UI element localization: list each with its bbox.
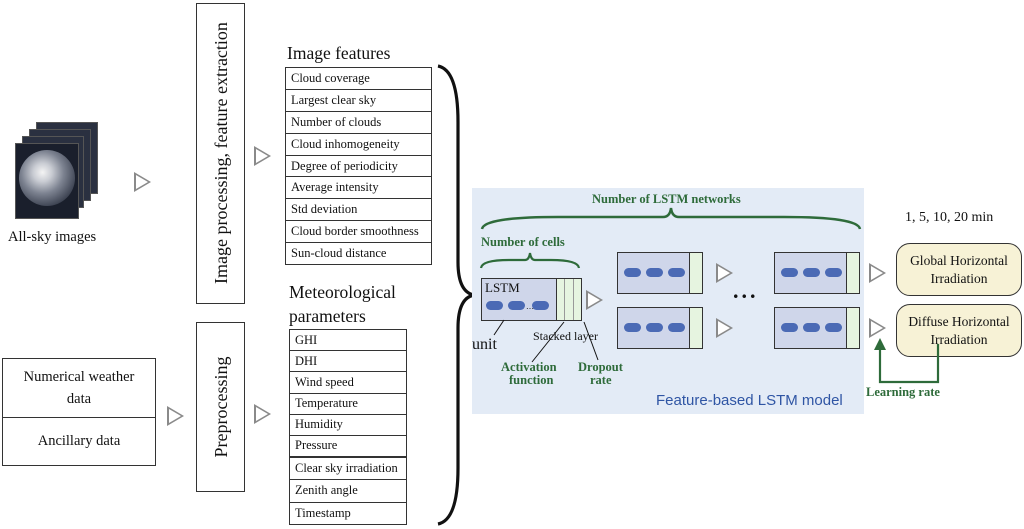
meteo-item: Temperature (290, 394, 406, 415)
meteo-list-2: Clear sky irradiation Zenith angle Times… (289, 457, 407, 525)
activation-pointer (531, 321, 599, 363)
meteo-title-line2: parameters (289, 306, 366, 326)
ellipsis: ... (733, 278, 759, 303)
meteo-item: Humidity (290, 415, 406, 436)
meteo-item: Clear sky irradiation (290, 458, 406, 481)
num-cells-label: Number of cells (481, 235, 565, 249)
lstm-cell (803, 268, 820, 277)
lstm-block (617, 252, 703, 294)
dropout-label-2: rate (590, 373, 612, 387)
arrow-image-processing (254, 146, 271, 166)
grouping-brace (437, 64, 475, 526)
allsky-label: All-sky images (8, 229, 97, 245)
image-processing-label: Image processing, feature extraction (211, 22, 231, 284)
output-dhi-line1: Diffuse Horizontal (908, 313, 1010, 329)
image-features-title: Image features (287, 43, 391, 63)
sky-image-front (15, 143, 79, 219)
horizons-label: 1, 5, 10, 20 min (905, 210, 994, 225)
meteo-item: Timestamp (295, 505, 351, 520)
lstm-unit-label: unit (472, 336, 497, 353)
lstm-cell (624, 323, 641, 332)
lstm-cell (781, 323, 798, 332)
feature-item: Cloud coverage (286, 68, 431, 90)
arrow-lstm-1 (586, 290, 603, 310)
unit-pointer (493, 319, 505, 336)
allsky-image-stack (12, 122, 112, 232)
networks-brace (480, 207, 862, 230)
lstm-cell (508, 301, 525, 310)
lstm-cell (825, 268, 842, 277)
num-networks-label: Number of LSTM networks (592, 192, 741, 206)
activation-label-1: Activation (501, 360, 557, 374)
lstm-label: LSTM (485, 280, 520, 295)
lstm-cell (532, 301, 549, 310)
output-dhi-line2: Irradiation (930, 331, 988, 347)
stacked-layer-label: Stacked layer (533, 329, 598, 343)
ancillary-label: Ancillary data (37, 432, 121, 449)
lstm-cell (803, 323, 820, 332)
model-caption: Feature-based LSTM model (656, 392, 843, 409)
arrow-out-ghi (869, 263, 886, 283)
feature-item: Std deviation (286, 199, 431, 222)
image-features-list: Cloud coverage Largest clear sky Number … (285, 67, 432, 265)
arrow-lstm-2a (716, 263, 733, 283)
lstm-cell (486, 301, 503, 310)
image-processing-box: Image processing, feature extraction (196, 3, 245, 304)
learning-rate-label: Learning rate (866, 385, 940, 399)
lstm-cell (781, 268, 798, 277)
lstm-cell (668, 268, 685, 277)
nwp-label: Numerical weather data (23, 368, 135, 407)
meteo-item: Zenith angle (290, 480, 406, 503)
output-ghi-line2: Irradiation (930, 270, 988, 286)
arrow-inputs (167, 406, 184, 426)
feature-item: Average intensity (286, 177, 431, 200)
cells-brace (479, 252, 581, 269)
lstm-cell (668, 323, 685, 332)
stacked-layer-strip (556, 278, 582, 321)
input-data-box: Numerical weather data Ancillary data (2, 358, 156, 466)
arrow-allsky (134, 172, 151, 192)
meteo-list: GHI DHI Wind speed Temperature Humidity … (289, 329, 407, 457)
feature-item: Number of clouds (286, 112, 431, 134)
lstm-cell (825, 323, 842, 332)
meteo-item: Wind speed (290, 372, 406, 394)
feature-item: Degree of periodicity (286, 156, 431, 178)
feature-item: Largest clear sky (286, 90, 431, 112)
lstm-block (774, 307, 860, 349)
preprocessing-box: Preprocessing (196, 322, 245, 492)
feature-item: Cloud border smoothness (286, 221, 431, 244)
arrow-out-dhi (869, 318, 886, 338)
meteo-item: Pressure (295, 438, 338, 453)
lstm-cell (646, 323, 663, 332)
meteo-title-line1: Meteorological (289, 282, 396, 302)
lstm-cell (646, 268, 663, 277)
dropout-label-1: Dropout (578, 360, 623, 374)
feature-item: Cloud inhomogeneity (286, 134, 431, 156)
learning-rate-arrow (874, 338, 940, 384)
meteo-item: DHI (290, 351, 406, 373)
preprocessing-label: Preprocessing (211, 356, 231, 458)
output-ghi-line1: Global Horizontal (910, 252, 1008, 268)
meteo-item: GHI (290, 330, 406, 352)
lstm-block (774, 252, 860, 294)
feature-item: Sun-cloud distance (291, 246, 387, 261)
arrow-preprocessing (254, 404, 271, 424)
arrow-lstm-2b (716, 318, 733, 338)
lstm-cell (624, 268, 641, 277)
lstm-block (617, 307, 703, 349)
activation-label-2: function (509, 373, 554, 387)
